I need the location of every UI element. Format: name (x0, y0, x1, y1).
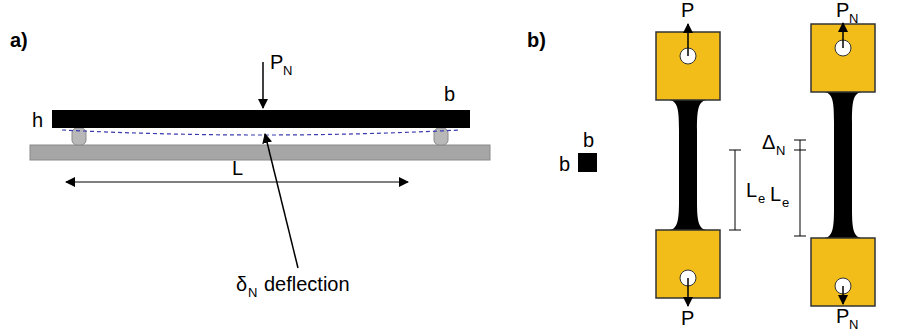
load-symbol: P (270, 52, 283, 72)
cross-section (578, 153, 597, 172)
dimension-label: h (32, 110, 43, 130)
dimension-label: b (559, 154, 570, 174)
panel-label: a) (10, 30, 28, 50)
beam (52, 110, 470, 128)
panel-label: b) (527, 30, 546, 50)
base-plate (30, 145, 490, 160)
load-symbol: P (836, 0, 849, 20)
elongation-symbol: Δ (762, 132, 775, 152)
subscript: N (776, 144, 785, 157)
load-arrow (842, 23, 844, 48)
subscript: N (283, 64, 292, 77)
dimension-label: L (746, 180, 757, 200)
annotation: deflection (264, 274, 350, 294)
load-arrow (262, 62, 264, 108)
dimension-label: L (770, 184, 781, 204)
load-symbol: P (681, 0, 694, 20)
load-arrow (687, 24, 689, 56)
specimen-neck (823, 92, 863, 238)
dimension-label: L (232, 158, 243, 178)
subscript: N (248, 286, 257, 299)
dimension-label: b (583, 130, 594, 150)
subscript: N (849, 12, 858, 25)
gauge-length-bracket (794, 140, 806, 236)
load-arrow (687, 278, 689, 306)
subscript: N (849, 318, 858, 331)
span-dimension (66, 182, 408, 183)
grip (811, 238, 875, 306)
dimension-label: b (444, 84, 455, 104)
deflection-symbol: δ (236, 274, 247, 294)
load-symbol: P (836, 306, 849, 326)
grip (811, 24, 875, 92)
subscript: e (782, 196, 789, 209)
load-symbol: P (681, 308, 694, 328)
specimen-neck (668, 100, 708, 230)
cross-section (437, 110, 465, 128)
subscript: e (758, 192, 765, 205)
leader-line (265, 134, 298, 268)
load-arrow (842, 286, 844, 304)
gauge-length-bracket (729, 150, 741, 230)
deflected-shape (62, 130, 460, 135)
